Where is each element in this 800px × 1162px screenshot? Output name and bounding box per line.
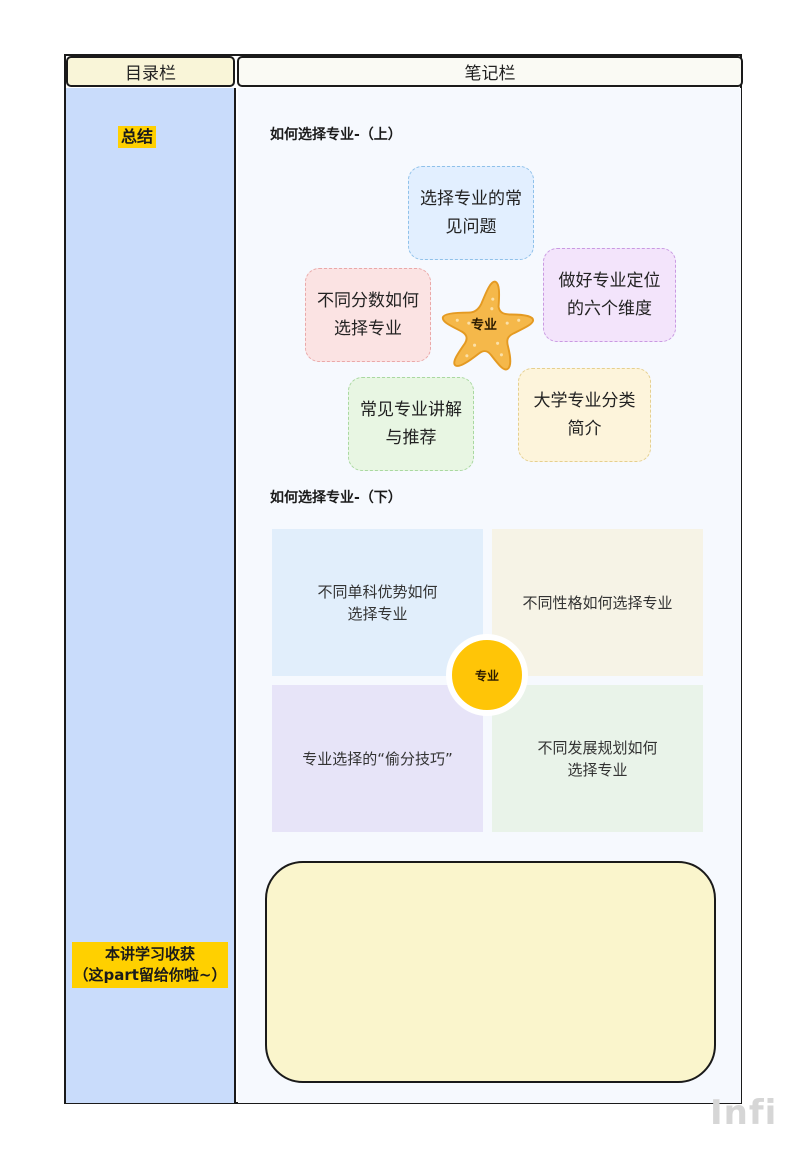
toc-header: 目录栏 — [66, 56, 235, 87]
summary-label: 总结 — [118, 126, 157, 148]
section1-title: 如何选择专业-（上） — [270, 127, 402, 143]
bubble-line: 选择专业 — [334, 319, 402, 339]
watermark-logo: Infi — [710, 1093, 778, 1133]
bubble-line: 大学专业分类 — [533, 391, 636, 411]
learning-gain-line2: （这part留给你啦~） — [73, 966, 227, 984]
bubble-major-categories: 大学专业分类 简介 — [518, 368, 651, 462]
learning-gain-label: 本讲学习收获 （这part留给你啦~） — [72, 942, 228, 988]
quadrant-personality: 不同性格如何选择专业 — [492, 529, 703, 676]
bubble-major-recommendation: 常见专业讲解 与推荐 — [348, 377, 474, 471]
starfish-icon — [441, 280, 535, 371]
bubble-score-choice: 不同分数如何 选择专业 — [305, 268, 431, 362]
toc-header-label: 目录栏 — [125, 64, 176, 84]
bubble-line: 与推荐 — [385, 428, 437, 448]
quadrant-subject-advantage: 不同单科优势如何 选择专业 — [272, 529, 483, 676]
bubble-line: 的六个维度 — [567, 299, 652, 319]
quadrant-line: 不同性格如何选择专业 — [522, 593, 673, 612]
learning-gain-box[interactable] — [265, 861, 716, 1083]
quadrant-career-plan: 不同发展规划如何 选择专业 — [492, 685, 703, 832]
bubble-line: 常见专业讲解 — [360, 400, 462, 420]
quadrant-center-circle: 专业 — [446, 634, 528, 716]
bubble-common-questions: 选择专业的常 见问题 — [408, 166, 534, 260]
bubble-line: 选择专业的常 — [420, 189, 522, 209]
toc-column — [66, 88, 236, 1103]
quadrant-line: 专业选择的“偷分技巧” — [302, 749, 453, 768]
circle-label: 专业 — [474, 668, 499, 683]
star-center-label: 专业 — [470, 318, 497, 333]
quadrant-line: 不同发展规划如何 — [537, 738, 658, 757]
quadrant-line: 选择专业 — [567, 760, 628, 779]
bubble-positioning: 做好专业定位 的六个维度 — [543, 248, 676, 342]
quadrant-line: 不同单科优势如何 — [317, 582, 438, 601]
learning-gain-line1: 本讲学习收获 — [104, 945, 195, 963]
notes-header-label: 笔记栏 — [464, 64, 516, 84]
quadrant-line: 选择专业 — [347, 604, 408, 623]
bubble-line: 简介 — [567, 419, 602, 439]
bubble-line: 见问题 — [445, 217, 497, 237]
section2-title: 如何选择专业-（下） — [270, 490, 402, 506]
bubble-line: 做好专业定位 — [558, 271, 661, 291]
notes-header: 笔记栏 — [237, 56, 743, 87]
quadrant-tricks: 专业选择的“偷分技巧” — [272, 685, 483, 832]
bubble-line: 不同分数如何 — [317, 291, 419, 311]
